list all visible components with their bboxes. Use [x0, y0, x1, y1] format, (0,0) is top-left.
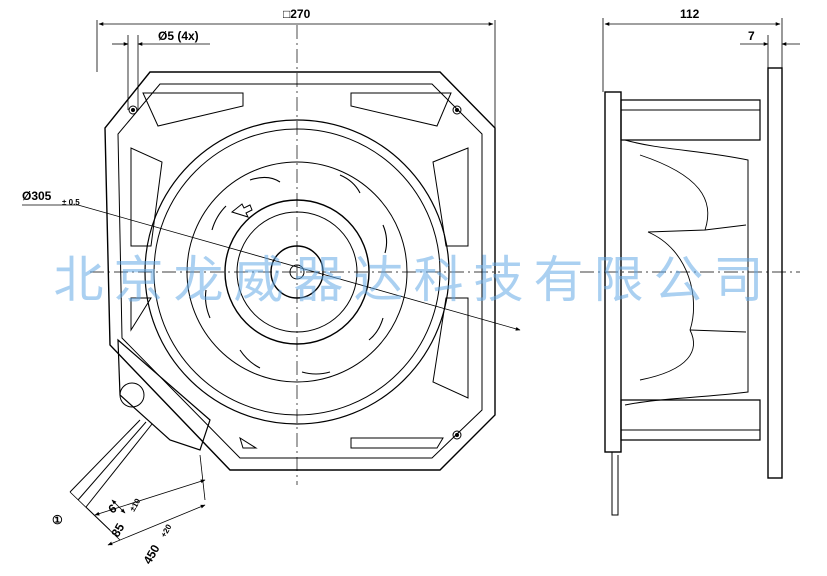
impeller-shroud [186, 161, 408, 383]
frame-struts [130, 92, 469, 449]
dim-width-label: □270 [283, 7, 311, 21]
housing-plate [104, 71, 496, 471]
dim-flange-label: 7 [748, 29, 755, 43]
hub-rotor [236, 211, 358, 333]
dim-depth-label: 112 [680, 7, 700, 21]
side-dimensions [602, 18, 800, 92]
dim-strip-label: 6 [106, 501, 120, 516]
side-flange [767, 67, 783, 479]
dim-short-lead-label: 85 [108, 521, 127, 540]
hub-outer [224, 199, 370, 345]
hub-shaft [289, 264, 305, 280]
dim-line-impeller [77, 204, 521, 331]
dim-short-lead-tol: ±10 [128, 497, 143, 513]
rotation-arrow-icon [230, 203, 253, 218]
inlet-ring-inner [153, 128, 441, 416]
side-blade-contours [639, 154, 747, 381]
impeller-blades [204, 174, 388, 375]
front-view [69, 25, 500, 508]
mounting-holes [128, 105, 462, 440]
terminal-box [117, 338, 211, 451]
inlet-ring-outer [144, 119, 450, 425]
callout-marker: ① [52, 513, 63, 527]
cable-gland [119, 382, 145, 408]
lead-wires [69, 419, 153, 508]
dim-long-lead-tol: +20 [159, 522, 174, 539]
housing-inner-frame [117, 83, 483, 459]
dim-hole-label: Ø5 (4x) [158, 29, 199, 43]
side-impeller-profile [624, 139, 749, 406]
hub-center [270, 245, 324, 299]
dim-impeller-label: Ø305 [22, 189, 52, 203]
dim-long-lead-label: 450 [140, 542, 162, 567]
side-impeller [620, 99, 761, 441]
front-dimensions [22, 20, 521, 546]
dim-impeller-tol: ± 0.5 [62, 198, 80, 207]
side-lead-wire [611, 452, 619, 516]
side-view [580, 67, 800, 516]
